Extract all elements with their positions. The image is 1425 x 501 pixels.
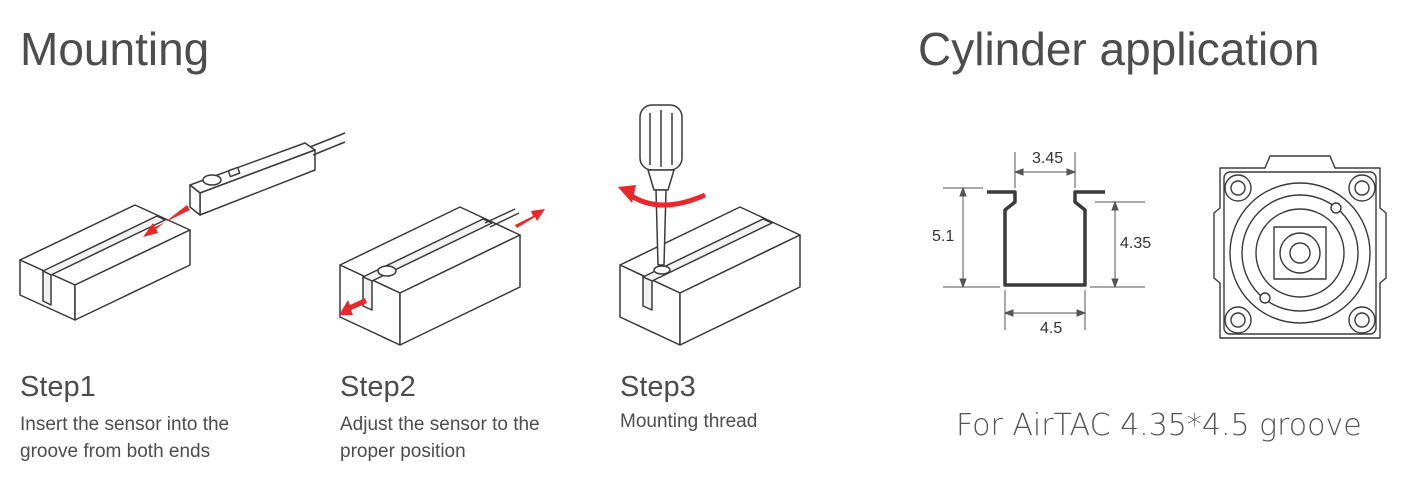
- step3-description: Mounting thread: [620, 408, 890, 435]
- dim-inner-height: 4.35: [1120, 235, 1152, 252]
- step1-illustration: [19, 132, 346, 321]
- step3-heading: Step3: [620, 371, 696, 403]
- rotate-arrow: [628, 192, 707, 208]
- dim-bottom-width: 4.5: [1040, 320, 1063, 337]
- mounting-title: Mounting: [20, 23, 210, 75]
- insert-arrow: [143, 205, 190, 237]
- step1-heading: Step1: [20, 371, 96, 403]
- step3-illustration: [618, 104, 801, 346]
- step2-illustration: [339, 206, 545, 346]
- cylinder-application-title: Cylinder application: [918, 23, 1320, 75]
- groove-caption: For AirTAC 4.35*4.5 groove: [956, 408, 1362, 443]
- step2-desc-line1: Adjust the sensor to the: [340, 414, 540, 435]
- step3-desc-line1: Mounting thread: [620, 411, 758, 432]
- step2-desc-line2: proper position: [340, 441, 466, 462]
- step1-desc-line1: Insert the sensor into the: [20, 414, 230, 435]
- adjust-arrow-right: [515, 209, 545, 228]
- adjust-arrow-left: [339, 298, 367, 315]
- step1-desc-line2: groove from both ends: [20, 441, 211, 462]
- step2-description: Adjust the sensor to the proper position: [340, 411, 610, 465]
- step1-description: Insert the sensor into the groove from b…: [20, 411, 290, 465]
- step2-heading: Step2: [340, 371, 416, 403]
- groove-profile-drawing: [943, 152, 1145, 330]
- dim-height: 5.1: [932, 228, 955, 245]
- dim-top-width: 3.45: [1032, 150, 1064, 167]
- cylinder-end-view-drawing: [1213, 155, 1387, 339]
